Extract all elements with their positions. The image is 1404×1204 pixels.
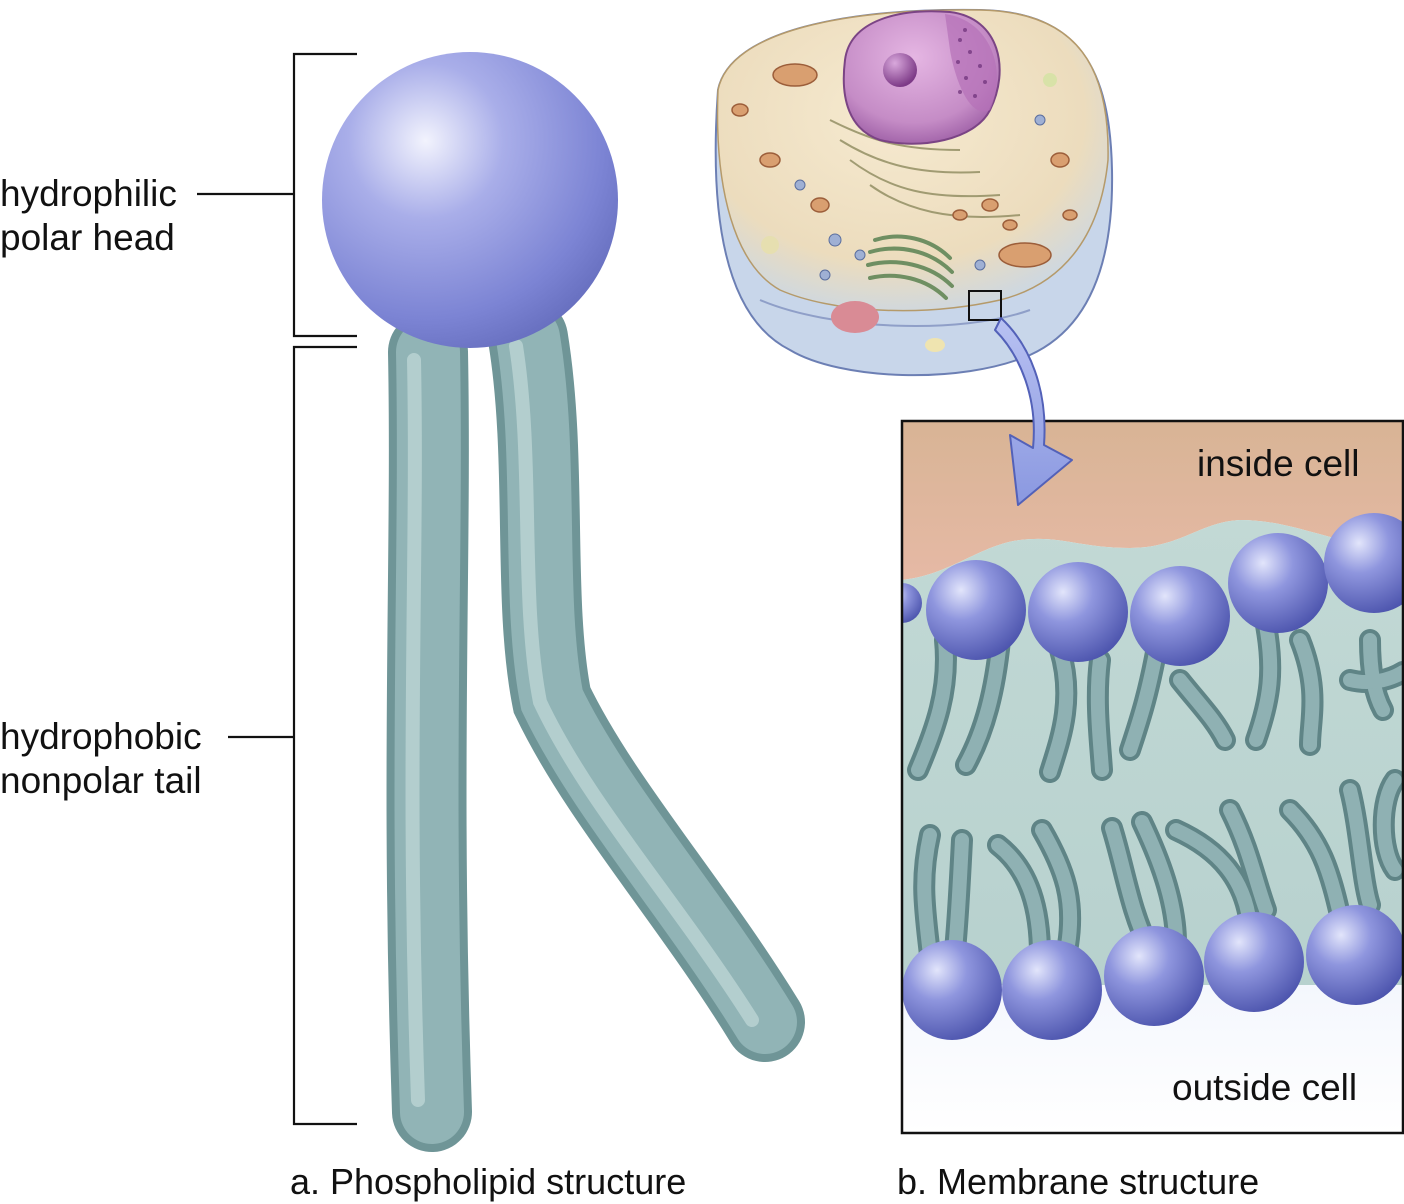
phospholipid-head bbox=[322, 52, 618, 348]
upper-leaflet-tails bbox=[907, 609, 1403, 783]
outside-cell-label: outside cell bbox=[1172, 1067, 1358, 1108]
caption-b: b. Membrane structure bbox=[897, 1161, 1260, 1202]
tail-bracket bbox=[228, 345, 357, 1126]
phospholipid-tail-right bbox=[488, 298, 805, 1062]
upper-leaflet-heads bbox=[902, 513, 1403, 666]
tail-label-line-1: hydrophobic bbox=[0, 716, 202, 757]
phospholipid-tail-left bbox=[386, 312, 472, 1152]
lower-leaflet-heads bbox=[902, 905, 1403, 1040]
zoom-arrow bbox=[994, 317, 1073, 506]
head-bracket bbox=[197, 52, 357, 338]
caption-a: a. Phospholipid structure bbox=[290, 1161, 687, 1202]
head-label-line-2: polar head bbox=[0, 217, 175, 258]
hydrophilic-head-label: hydrophilic polar head bbox=[0, 172, 177, 260]
inside-cell-label: inside cell bbox=[1197, 443, 1360, 484]
hydrophobic-tail-label: hydrophobic nonpolar tail bbox=[0, 715, 202, 803]
lower-leaflet-tails bbox=[913, 769, 1403, 966]
tail-label-line-2: nonpolar tail bbox=[0, 760, 202, 801]
membrane-panel bbox=[900, 419, 1404, 1135]
cell-illustration bbox=[714, 8, 1114, 377]
membrane-panel-border bbox=[900, 419, 1404, 1135]
head-label-line-1: hydrophilic bbox=[0, 173, 177, 214]
nucleolus bbox=[883, 53, 917, 87]
golgi-apparatus bbox=[866, 234, 954, 300]
zoom-region-box bbox=[968, 290, 1002, 321]
